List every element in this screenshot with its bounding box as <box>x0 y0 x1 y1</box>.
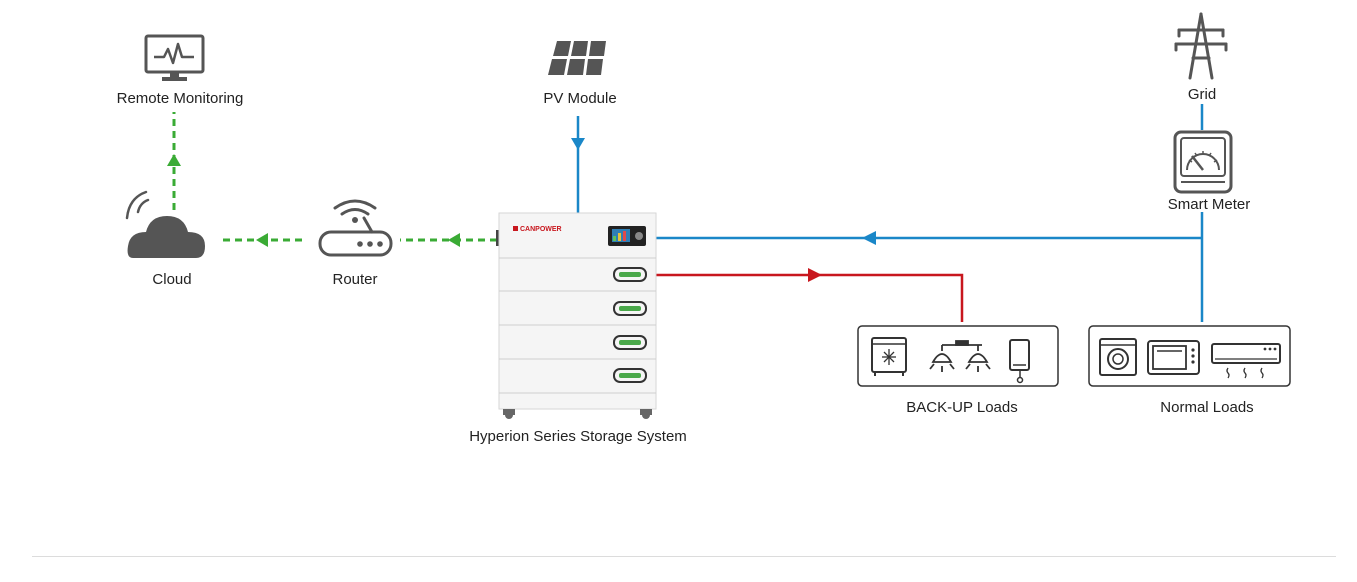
washing-machine-icon <box>1099 338 1137 376</box>
arrow-grid-to-storage <box>862 231 876 245</box>
backup-loads-panel <box>857 325 1059 387</box>
router-label: Router <box>332 271 378 288</box>
arrow-to-cloud <box>256 233 268 247</box>
air-conditioner-icon <box>1211 343 1281 379</box>
storage-system-label: Hyperion Series Storage System <box>469 428 687 445</box>
ceiling-lights-icon <box>929 340 991 372</box>
pv-module-label: PV Module <box>543 90 617 107</box>
cloud-label: Cloud <box>152 271 192 288</box>
backup-loads-label: BACK-UP Loads <box>906 399 1018 416</box>
power-tower-icon <box>1174 12 1228 80</box>
data-link-lines <box>172 112 497 242</box>
arrow-pv-down <box>571 138 585 150</box>
storage-cabinet: CANPOWER <box>496 212 657 419</box>
battery-module-handles <box>613 267 647 383</box>
cabinet-feet <box>503 409 652 419</box>
monitor-icon <box>144 34 205 81</box>
router-icon <box>318 199 393 257</box>
smart-meter-icon <box>1173 130 1233 194</box>
arrow-to-monitoring <box>167 154 181 166</box>
storage-display <box>608 226 646 246</box>
solar-panel-icon <box>548 41 606 75</box>
bottom-divider <box>32 556 1336 557</box>
normal-loads-label: Normal Loads <box>1160 399 1254 416</box>
microwave-icon <box>1147 340 1200 375</box>
remote-monitoring-label: Remote Monitoring <box>116 90 244 107</box>
arrow-to-router <box>448 233 460 247</box>
grid-line <box>656 104 1204 322</box>
pv-line <box>571 116 585 213</box>
freezer-icon <box>871 337 907 376</box>
normal-loads-panel <box>1088 325 1291 387</box>
cloud-icon <box>125 190 205 258</box>
brand-logo: CANPOWER <box>520 226 562 233</box>
smart-meter-label: Smart Meter <box>1167 196 1251 213</box>
grid-label: Grid <box>1187 86 1217 103</box>
phone-charger-icon <box>1009 339 1030 384</box>
arrow-to-backup <box>808 268 822 282</box>
backup-line <box>656 273 964 322</box>
data-link-arrows <box>167 154 460 247</box>
